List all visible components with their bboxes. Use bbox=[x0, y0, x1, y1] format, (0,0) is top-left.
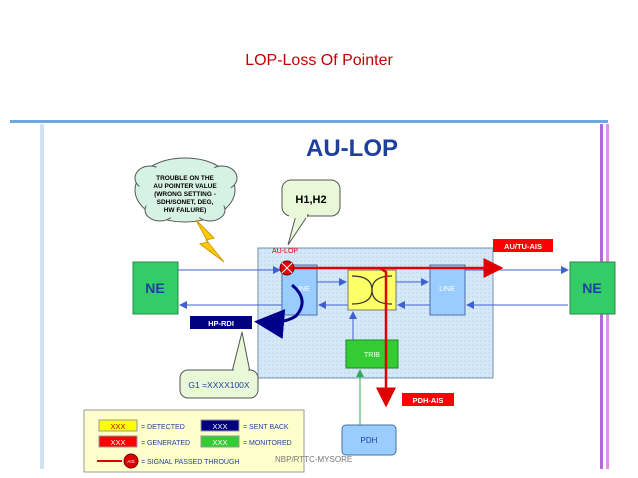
trib-label: TRIB bbox=[364, 352, 380, 359]
ne-right-box bbox=[569, 261, 616, 315]
legend-generated-label: = GENERATED bbox=[141, 440, 190, 447]
pdh-box bbox=[341, 424, 397, 456]
slide-title: LOP-Loss Of Pointer bbox=[245, 52, 393, 69]
pdh-ais-path bbox=[376, 266, 396, 408]
au-tu-ais-label: AU/TU-AIS bbox=[504, 242, 542, 251]
trouble-cloud: TROUBLE ON THE AU POINTER VALUE (WRONG S… bbox=[134, 157, 238, 223]
pdh-ais-badge bbox=[402, 393, 454, 406]
legend-signal-label: = SIGNAL PASSED THROUGH bbox=[141, 459, 239, 466]
legend-detected-label: = DETECTED bbox=[141, 424, 185, 431]
legend-monitored-swatch bbox=[200, 435, 240, 448]
slide-footer: NBP/RTTC-MYSORE bbox=[275, 455, 353, 464]
left-bar bbox=[40, 124, 44, 469]
h1h2-callout: H1,H2 bbox=[281, 179, 341, 246]
legend-detected-box-text: XXX bbox=[110, 422, 125, 431]
legend-monitored-box-text: XXX bbox=[212, 438, 227, 447]
cloud-line-1: TROUBLE ON THE bbox=[156, 175, 214, 182]
legend-sent-back-box-text: XXX bbox=[212, 422, 227, 431]
au-lop-label: AU-LOP bbox=[272, 248, 298, 255]
legend-sent-back-label: = SENT BACK bbox=[243, 424, 289, 431]
pdh-label: PDH bbox=[361, 436, 378, 445]
line-left-box bbox=[281, 264, 318, 316]
legend-generated-box-text: XXX bbox=[110, 438, 125, 447]
line-right-label: LINE bbox=[439, 286, 455, 293]
cloud-line-2: AU POINTER VALUE bbox=[153, 183, 217, 190]
hp-rdi-label: HP-RDI bbox=[208, 319, 234, 328]
cross-connect-icon bbox=[347, 269, 397, 311]
top-divider bbox=[10, 120, 608, 123]
g1-text: G1 =XXXX100X bbox=[188, 380, 250, 390]
ne-right-label: NE bbox=[582, 280, 601, 296]
legend-detected-swatch bbox=[98, 419, 138, 432]
hp-rdi-badge bbox=[190, 316, 252, 329]
legend-sent-back-swatch bbox=[200, 419, 240, 432]
ne-left-label: NE bbox=[145, 280, 164, 296]
h1h2-text: H1,H2 bbox=[295, 194, 326, 206]
legend: XXX = DETECTED XXX = SENT BACK XXX = GEN… bbox=[83, 409, 305, 473]
diagram-heading: AU-LOP bbox=[306, 135, 398, 162]
line-left-label: LINE bbox=[294, 286, 310, 293]
legend-generated-swatch bbox=[98, 435, 138, 448]
trib-box bbox=[345, 339, 399, 369]
g1-callout: G1 =XXXX100X bbox=[179, 331, 259, 399]
cloud-line-5: HW FAILURE) bbox=[164, 207, 207, 214]
cloud-line-4: SDH/SONET, DEG, bbox=[157, 199, 214, 206]
ais-signal-icon bbox=[123, 453, 139, 469]
legend-signal-icon-text: AIS bbox=[127, 459, 134, 464]
hp-rdi-arrow bbox=[254, 283, 304, 339]
au-tu-ais-badge bbox=[493, 239, 553, 252]
lightning-icon bbox=[195, 219, 225, 263]
legend-monitored-label: = MONITORED bbox=[243, 440, 292, 447]
pdh-ais-label: PDH-AIS bbox=[413, 396, 444, 405]
ne-left-box bbox=[132, 261, 179, 315]
cloud-line-3: (WRONG SETTING - bbox=[154, 191, 216, 198]
line-right-box bbox=[429, 264, 466, 316]
